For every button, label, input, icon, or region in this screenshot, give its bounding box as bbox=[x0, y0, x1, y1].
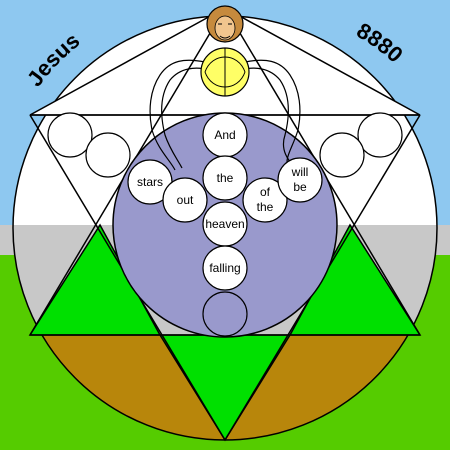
word-out-text: out bbox=[177, 193, 194, 207]
head bbox=[206, 5, 244, 43]
word-the-2-text: the bbox=[257, 200, 274, 214]
word-falling: falling bbox=[202, 245, 248, 291]
word-of-the: of the bbox=[242, 177, 288, 223]
chain-right bbox=[239, 59, 301, 171]
chain-left bbox=[149, 59, 211, 171]
corner-bubbles-right bbox=[319, 112, 403, 178]
word-be-text: be bbox=[293, 180, 307, 194]
word-stars: stars bbox=[127, 159, 173, 205]
word-will-be: will be bbox=[277, 157, 323, 203]
word-of-text: of bbox=[260, 185, 271, 199]
word-falling-text: falling bbox=[209, 261, 240, 275]
word-out: out bbox=[162, 177, 208, 223]
word-and-text: And bbox=[214, 128, 235, 142]
word-stars-text: stars bbox=[137, 175, 163, 189]
word-the-1-text: the bbox=[217, 171, 234, 185]
word-and: And bbox=[202, 112, 248, 158]
bottom-circle bbox=[202, 291, 248, 337]
word-heaven: heaven bbox=[202, 201, 248, 247]
corner-bubbles-left bbox=[47, 112, 131, 178]
word-will-text: will bbox=[291, 165, 309, 179]
halo-lines bbox=[204, 48, 246, 96]
word-the-1: the bbox=[202, 155, 248, 201]
word-circles: And the stars out of the will be heaven bbox=[127, 112, 323, 291]
word-heaven-text: heaven bbox=[205, 217, 244, 231]
